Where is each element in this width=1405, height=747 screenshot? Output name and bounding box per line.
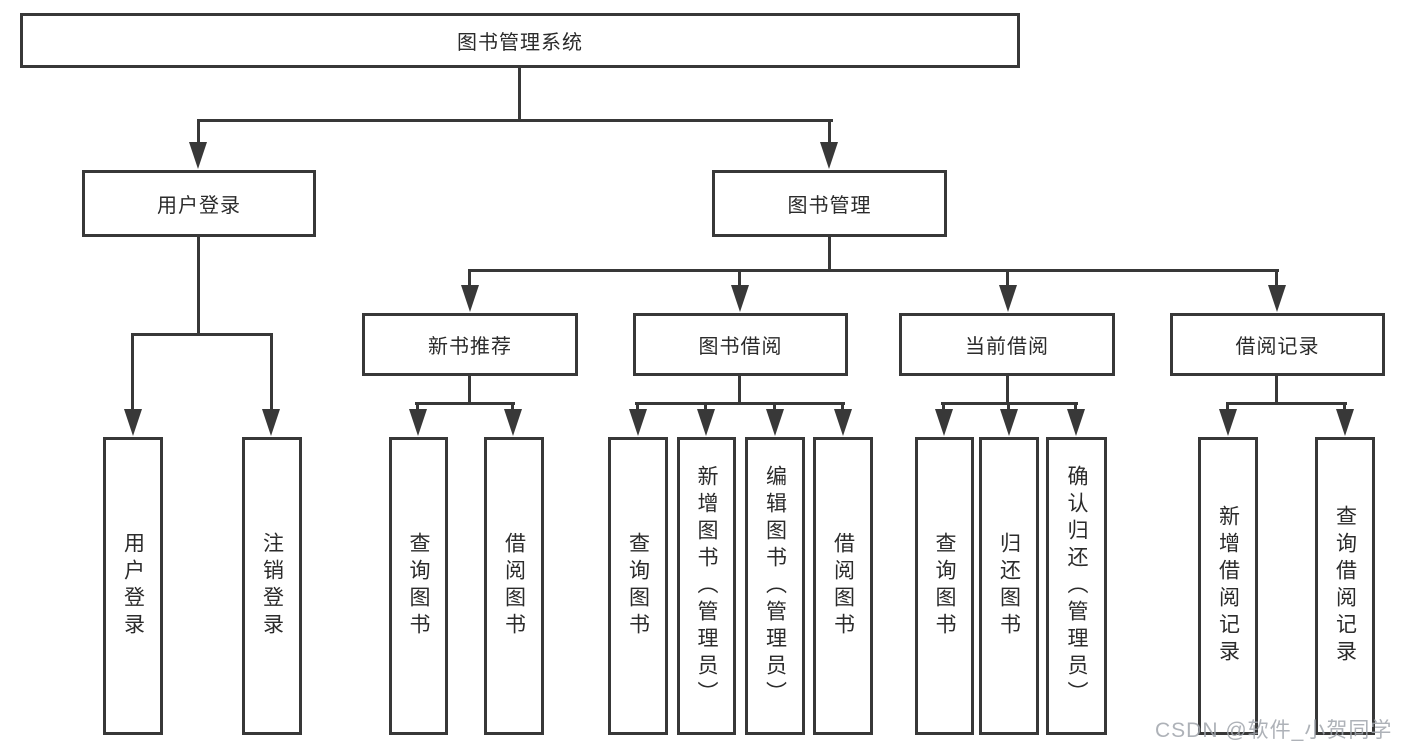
node-borrow-records: 借阅记录 xyxy=(1170,313,1385,376)
node-book-borrow: 图书借阅 xyxy=(633,313,848,376)
node-label: 借阅记录 xyxy=(1235,336,1320,358)
node-label: 当前借阅 xyxy=(965,336,1049,358)
connector-line xyxy=(704,402,707,412)
node-confirm-return-admin: 确认归还（管理员） xyxy=(1046,437,1107,735)
connector-line xyxy=(773,402,776,412)
node-label: 新增借阅记录 xyxy=(1216,505,1240,667)
arrow-down-icon xyxy=(697,409,715,436)
connector-line xyxy=(1226,402,1347,405)
arrow-down-icon xyxy=(820,142,838,169)
connector-line xyxy=(518,66,521,122)
arrow-down-icon xyxy=(834,409,852,436)
node-label: 用户登录 xyxy=(157,195,241,217)
node-label: 新书推荐 xyxy=(428,336,512,358)
arrow-down-icon xyxy=(935,409,953,436)
connector-line xyxy=(942,402,945,412)
connector-line xyxy=(636,402,639,412)
arrow-down-icon xyxy=(124,409,142,436)
node-add-books-admin: 新增图书（管理员） xyxy=(677,437,736,735)
node-label: 借阅图书 xyxy=(502,532,526,640)
node-new-book-recommend: 新书推荐 xyxy=(362,313,578,376)
node-label: 查询借阅记录 xyxy=(1333,505,1357,667)
connector-line xyxy=(416,402,419,412)
connector-line xyxy=(197,235,200,336)
connector-line xyxy=(131,333,134,413)
arrow-down-icon xyxy=(1219,409,1237,436)
node-label: 新增图书（管理员） xyxy=(695,464,719,708)
node-label: 注销登录 xyxy=(260,532,284,640)
node-query-borrow-record: 查询借阅记录 xyxy=(1315,437,1375,735)
connector-line xyxy=(1226,402,1229,412)
connector-line xyxy=(468,374,471,405)
arrow-down-icon xyxy=(731,285,749,312)
connector-line xyxy=(1343,402,1346,412)
connector-line xyxy=(415,402,515,405)
node-label: 图书管理系统 xyxy=(457,32,583,54)
arrow-down-icon xyxy=(629,409,647,436)
node-query-books-current: 查询图书 xyxy=(915,437,974,735)
node-label: 用户登录 xyxy=(121,532,145,640)
node-label: 归还图书 xyxy=(997,532,1021,640)
arrow-down-icon xyxy=(409,409,427,436)
connector-line xyxy=(131,333,273,336)
connector-line xyxy=(511,402,514,412)
node-label: 查询图书 xyxy=(626,532,650,640)
connector-line xyxy=(1006,374,1009,405)
arrow-down-icon xyxy=(1268,285,1286,312)
arrow-down-icon xyxy=(189,142,207,169)
node-borrow-books: 借阅图书 xyxy=(813,437,873,735)
node-user-login: 用户登录 xyxy=(103,437,163,735)
connector-line xyxy=(1006,269,1009,288)
arrow-down-icon xyxy=(1336,409,1354,436)
node-label: 编辑图书（管理员） xyxy=(763,464,787,708)
node-add-borrow-record: 新增借阅记录 xyxy=(1198,437,1258,735)
connector-line xyxy=(468,269,1279,272)
node-library-management-system: 图书管理系统 xyxy=(20,13,1020,68)
connector-line xyxy=(738,374,741,405)
connector-line xyxy=(270,333,273,413)
arrow-down-icon xyxy=(504,409,522,436)
connector-line xyxy=(1007,402,1010,412)
connector-line xyxy=(828,235,831,272)
connector-line xyxy=(1275,269,1278,288)
arrow-down-icon xyxy=(999,285,1017,312)
node-book-management: 图书管理 xyxy=(712,170,947,237)
arrow-down-icon xyxy=(262,409,280,436)
connector-line xyxy=(841,402,844,412)
node-user-login-group: 用户登录 xyxy=(82,170,316,237)
connector-line xyxy=(828,119,831,146)
watermark: CSDN @软件_小贺同学 xyxy=(1155,719,1393,742)
node-label: 图书管理 xyxy=(787,195,872,217)
node-query-books-borrow: 查询图书 xyxy=(608,437,668,735)
node-label: 图书借阅 xyxy=(698,336,783,358)
node-label: 查询图书 xyxy=(933,532,957,640)
node-query-books-recommend: 查询图书 xyxy=(389,437,448,735)
node-label: 查询图书 xyxy=(407,532,431,640)
node-current-borrow: 当前借阅 xyxy=(899,313,1115,376)
connector-line xyxy=(468,269,471,288)
arrow-down-icon xyxy=(1067,409,1085,436)
node-return-books: 归还图书 xyxy=(979,437,1039,735)
connector-line xyxy=(197,119,200,146)
connector-line xyxy=(635,402,845,405)
connector-line xyxy=(738,269,741,288)
node-logout: 注销登录 xyxy=(242,437,302,735)
node-borrow-books-recommend: 借阅图书 xyxy=(484,437,544,735)
node-label: 借阅图书 xyxy=(831,532,855,640)
node-edit-books-admin: 编辑图书（管理员） xyxy=(745,437,805,735)
connector-line xyxy=(1074,402,1077,412)
connector-line xyxy=(1275,374,1278,405)
arrow-down-icon xyxy=(766,409,784,436)
node-label: 确认归还（管理员） xyxy=(1065,464,1089,708)
arrow-down-icon xyxy=(461,285,479,312)
arrow-down-icon xyxy=(1000,409,1018,436)
connector-line xyxy=(197,119,833,122)
